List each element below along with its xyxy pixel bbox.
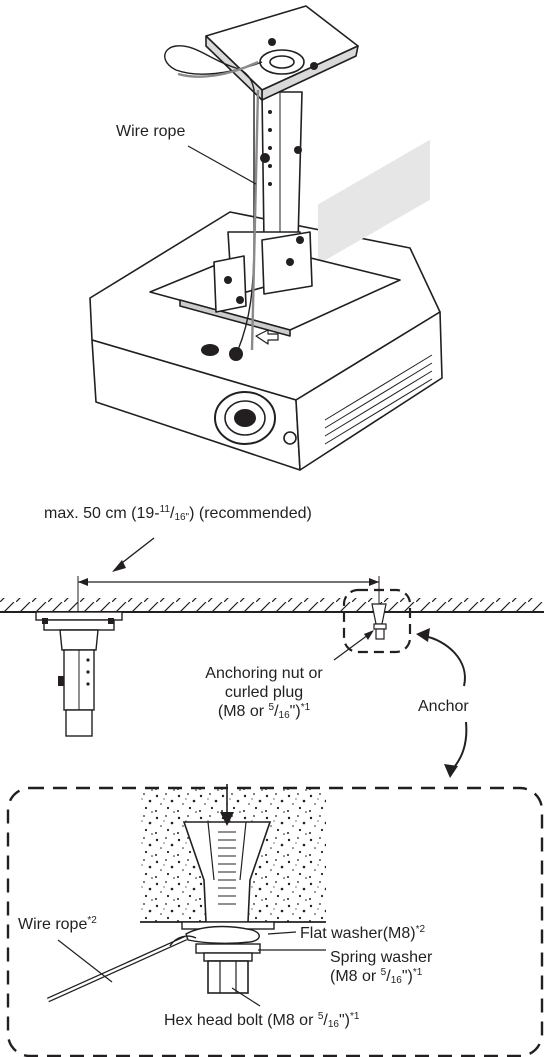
wire-rope-label: Wire rope bbox=[116, 123, 186, 140]
anchor-label: Anchor bbox=[418, 698, 469, 715]
side-vents bbox=[324, 354, 433, 445]
ceiling-section bbox=[0, 537, 544, 778]
projector-illustration bbox=[89, 5, 443, 471]
anchor-detail bbox=[6, 784, 544, 1057]
max-distance-label: max. 50 cm (19-11/16") (recommended) bbox=[44, 504, 312, 523]
hex-head-bolt bbox=[207, 960, 249, 994]
detail-wire-rope-label: Wire rope*2 bbox=[18, 915, 97, 934]
projector-side-face bbox=[295, 311, 443, 471]
spring-washer-label: Spring washer (M8 or 5/16")*1 bbox=[330, 949, 433, 986]
anchoring-nut-label: Anchoring nut or curled plug (M8 or 5/16… bbox=[205, 665, 323, 721]
flat-washer-label: Flat washer(M8)*2 bbox=[300, 924, 426, 943]
spring-washer bbox=[195, 943, 261, 954]
hex-head-bolt-label: Hex head bolt (M8 or 5/16")*1 bbox=[164, 1011, 360, 1030]
anchor-highlight-box bbox=[342, 588, 412, 654]
extension-pipe bbox=[261, 91, 303, 243]
ceiling-plate bbox=[205, 5, 359, 91]
wire-rope-leader bbox=[187, 145, 257, 185]
